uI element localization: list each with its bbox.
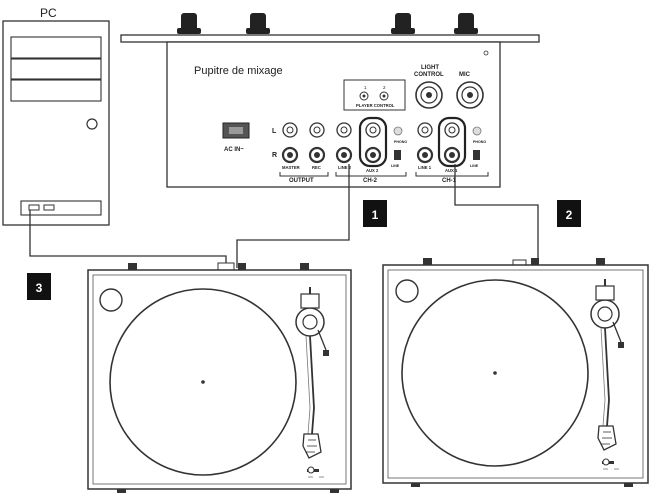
badge-2: 2 <box>557 200 581 227</box>
drive-bay-2 <box>10 58 102 80</box>
badge-3: 3 <box>27 273 51 300</box>
turntable-right <box>382 258 649 487</box>
drive-bay-1 <box>10 36 102 59</box>
usb-port-icon <box>28 204 40 211</box>
player-control-2-label: 2 <box>383 85 386 90</box>
light-control-label-2: CONTROL <box>414 72 444 78</box>
badge-1: 1 <box>363 200 387 227</box>
counterweight-icon <box>300 293 320 309</box>
cables <box>29 164 539 268</box>
cable-ch1 <box>454 164 539 262</box>
ch1-label: CH-1 <box>442 178 457 184</box>
usb-port-icon <box>43 204 55 211</box>
ch1-line-label: LINE <box>470 164 479 168</box>
usb-cable <box>29 210 227 268</box>
mixer: Pupitre de mixage AC IN~ LIGHT CONTROL M… <box>120 13 540 188</box>
output-label: OUTPUT <box>289 178 314 184</box>
switch-icon <box>394 150 401 160</box>
output-jacks <box>281 122 326 164</box>
usb-panel <box>20 200 102 216</box>
speed-switch-icon <box>602 458 610 466</box>
rec-label: REC <box>312 165 321 170</box>
ch2-jacks <box>335 116 403 168</box>
pc-tower: PC <box>2 6 110 226</box>
mixer-knobs <box>177 13 478 34</box>
svg-text:1: 1 <box>372 208 379 222</box>
ch1-jacks <box>416 116 482 168</box>
button-icon <box>99 288 123 312</box>
pc-label: PC <box>40 6 57 20</box>
player-control-label: PLAYER CONTROL <box>356 103 395 108</box>
mic-label: MIC <box>459 72 471 78</box>
speed-switch-icon <box>307 466 315 474</box>
ground-screw-icon <box>393 126 403 136</box>
svg-text:3: 3 <box>36 281 43 295</box>
master-label: MASTER <box>282 165 300 170</box>
right-channel-label: R <box>272 152 277 159</box>
line1-label: LINE 1 <box>418 165 432 170</box>
drive-bay-3 <box>10 79 102 102</box>
counterweight-icon <box>595 285 615 301</box>
ch2-label: CH-2 <box>363 178 378 184</box>
tonearm-icon <box>604 327 610 427</box>
mixer-title: Pupitre de mixage <box>194 65 283 77</box>
ch1-gnd-label: PHONO <box>473 140 486 144</box>
ground-screw-icon <box>472 126 482 136</box>
arm-rest-icon <box>612 321 622 343</box>
power-button-icon <box>86 118 98 130</box>
ac-in-label: AC IN~ <box>224 147 244 153</box>
button-icon <box>395 279 419 303</box>
line2-label: LINE 2 <box>338 165 352 170</box>
ch2-line-label: LINE <box>391 164 400 168</box>
svg-text:2: 2 <box>566 208 573 222</box>
tonearm-icon <box>309 335 315 435</box>
turntable-left <box>87 262 352 493</box>
aux1-label: AUX 1 <box>445 168 458 173</box>
aux2-label: AUX 2 <box>366 168 379 173</box>
player-control-1-label: 1 <box>364 85 367 90</box>
light-control-label-1: LIGHT <box>421 65 439 71</box>
arm-rest-icon <box>317 329 327 351</box>
spindle-icon <box>201 380 205 384</box>
switch-icon <box>473 150 480 160</box>
ch2-gnd-label: PHONO <box>394 140 407 144</box>
left-channel-label: L <box>272 128 277 135</box>
spindle-icon <box>493 371 497 375</box>
cable-ch2 <box>236 164 350 268</box>
